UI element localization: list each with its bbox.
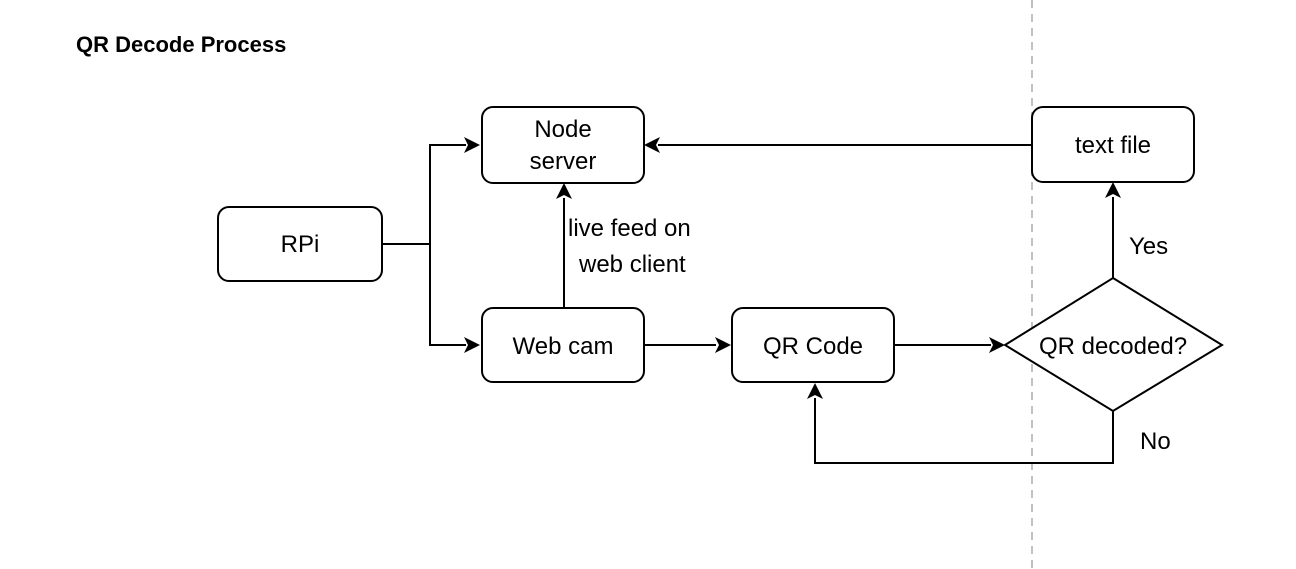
node-node-server: Node server: [481, 106, 645, 184]
arrowhead-node-server-right: [644, 137, 660, 153]
edge-label-live-feed-line-1: live feed on: [568, 215, 691, 242]
edge-label-live-feed-line-2: web client: [578, 251, 686, 278]
arrowhead-node-server-left: [464, 137, 480, 153]
arrowhead-qr-code-bottom: [807, 383, 823, 399]
node-node-server-label-line-1: Node: [534, 116, 591, 143]
edge-rpi-to-node-server: [429, 144, 466, 244]
edges: [382, 137, 1121, 464]
arrowhead-decision-left: [989, 337, 1005, 353]
edge-label-no: No: [1140, 428, 1171, 455]
node-rpi-label: RPi: [281, 231, 320, 258]
node-text-file-label: text file: [1075, 132, 1151, 159]
arrowhead-node-server-bottom: [556, 183, 572, 199]
node-web-cam-label: Web cam: [513, 333, 614, 360]
edge-label-yes: Yes: [1129, 233, 1168, 260]
arrowhead-qr-code-left: [715, 337, 731, 353]
edge-rpi-to-web-cam: [429, 244, 466, 346]
diagram-title: QR Decode Process: [76, 32, 286, 57]
node-text-file: text file: [1031, 106, 1195, 183]
node-web-cam: Web cam: [481, 307, 645, 383]
node-qr-code-label: QR Code: [763, 333, 863, 360]
node-rpi: RPi: [217, 206, 383, 282]
node-qr-code: QR Code: [731, 307, 895, 383]
node-decision: QR decoded?: [1003, 276, 1224, 413]
edge-decision-no-to-qr-code: [814, 398, 1114, 464]
node-decision-label: QR decoded?: [1039, 333, 1187, 360]
arrowhead-text-file-bottom: [1105, 182, 1121, 198]
arrowhead-web-cam-left: [464, 337, 480, 353]
node-node-server-label-line-2: server: [530, 148, 597, 175]
